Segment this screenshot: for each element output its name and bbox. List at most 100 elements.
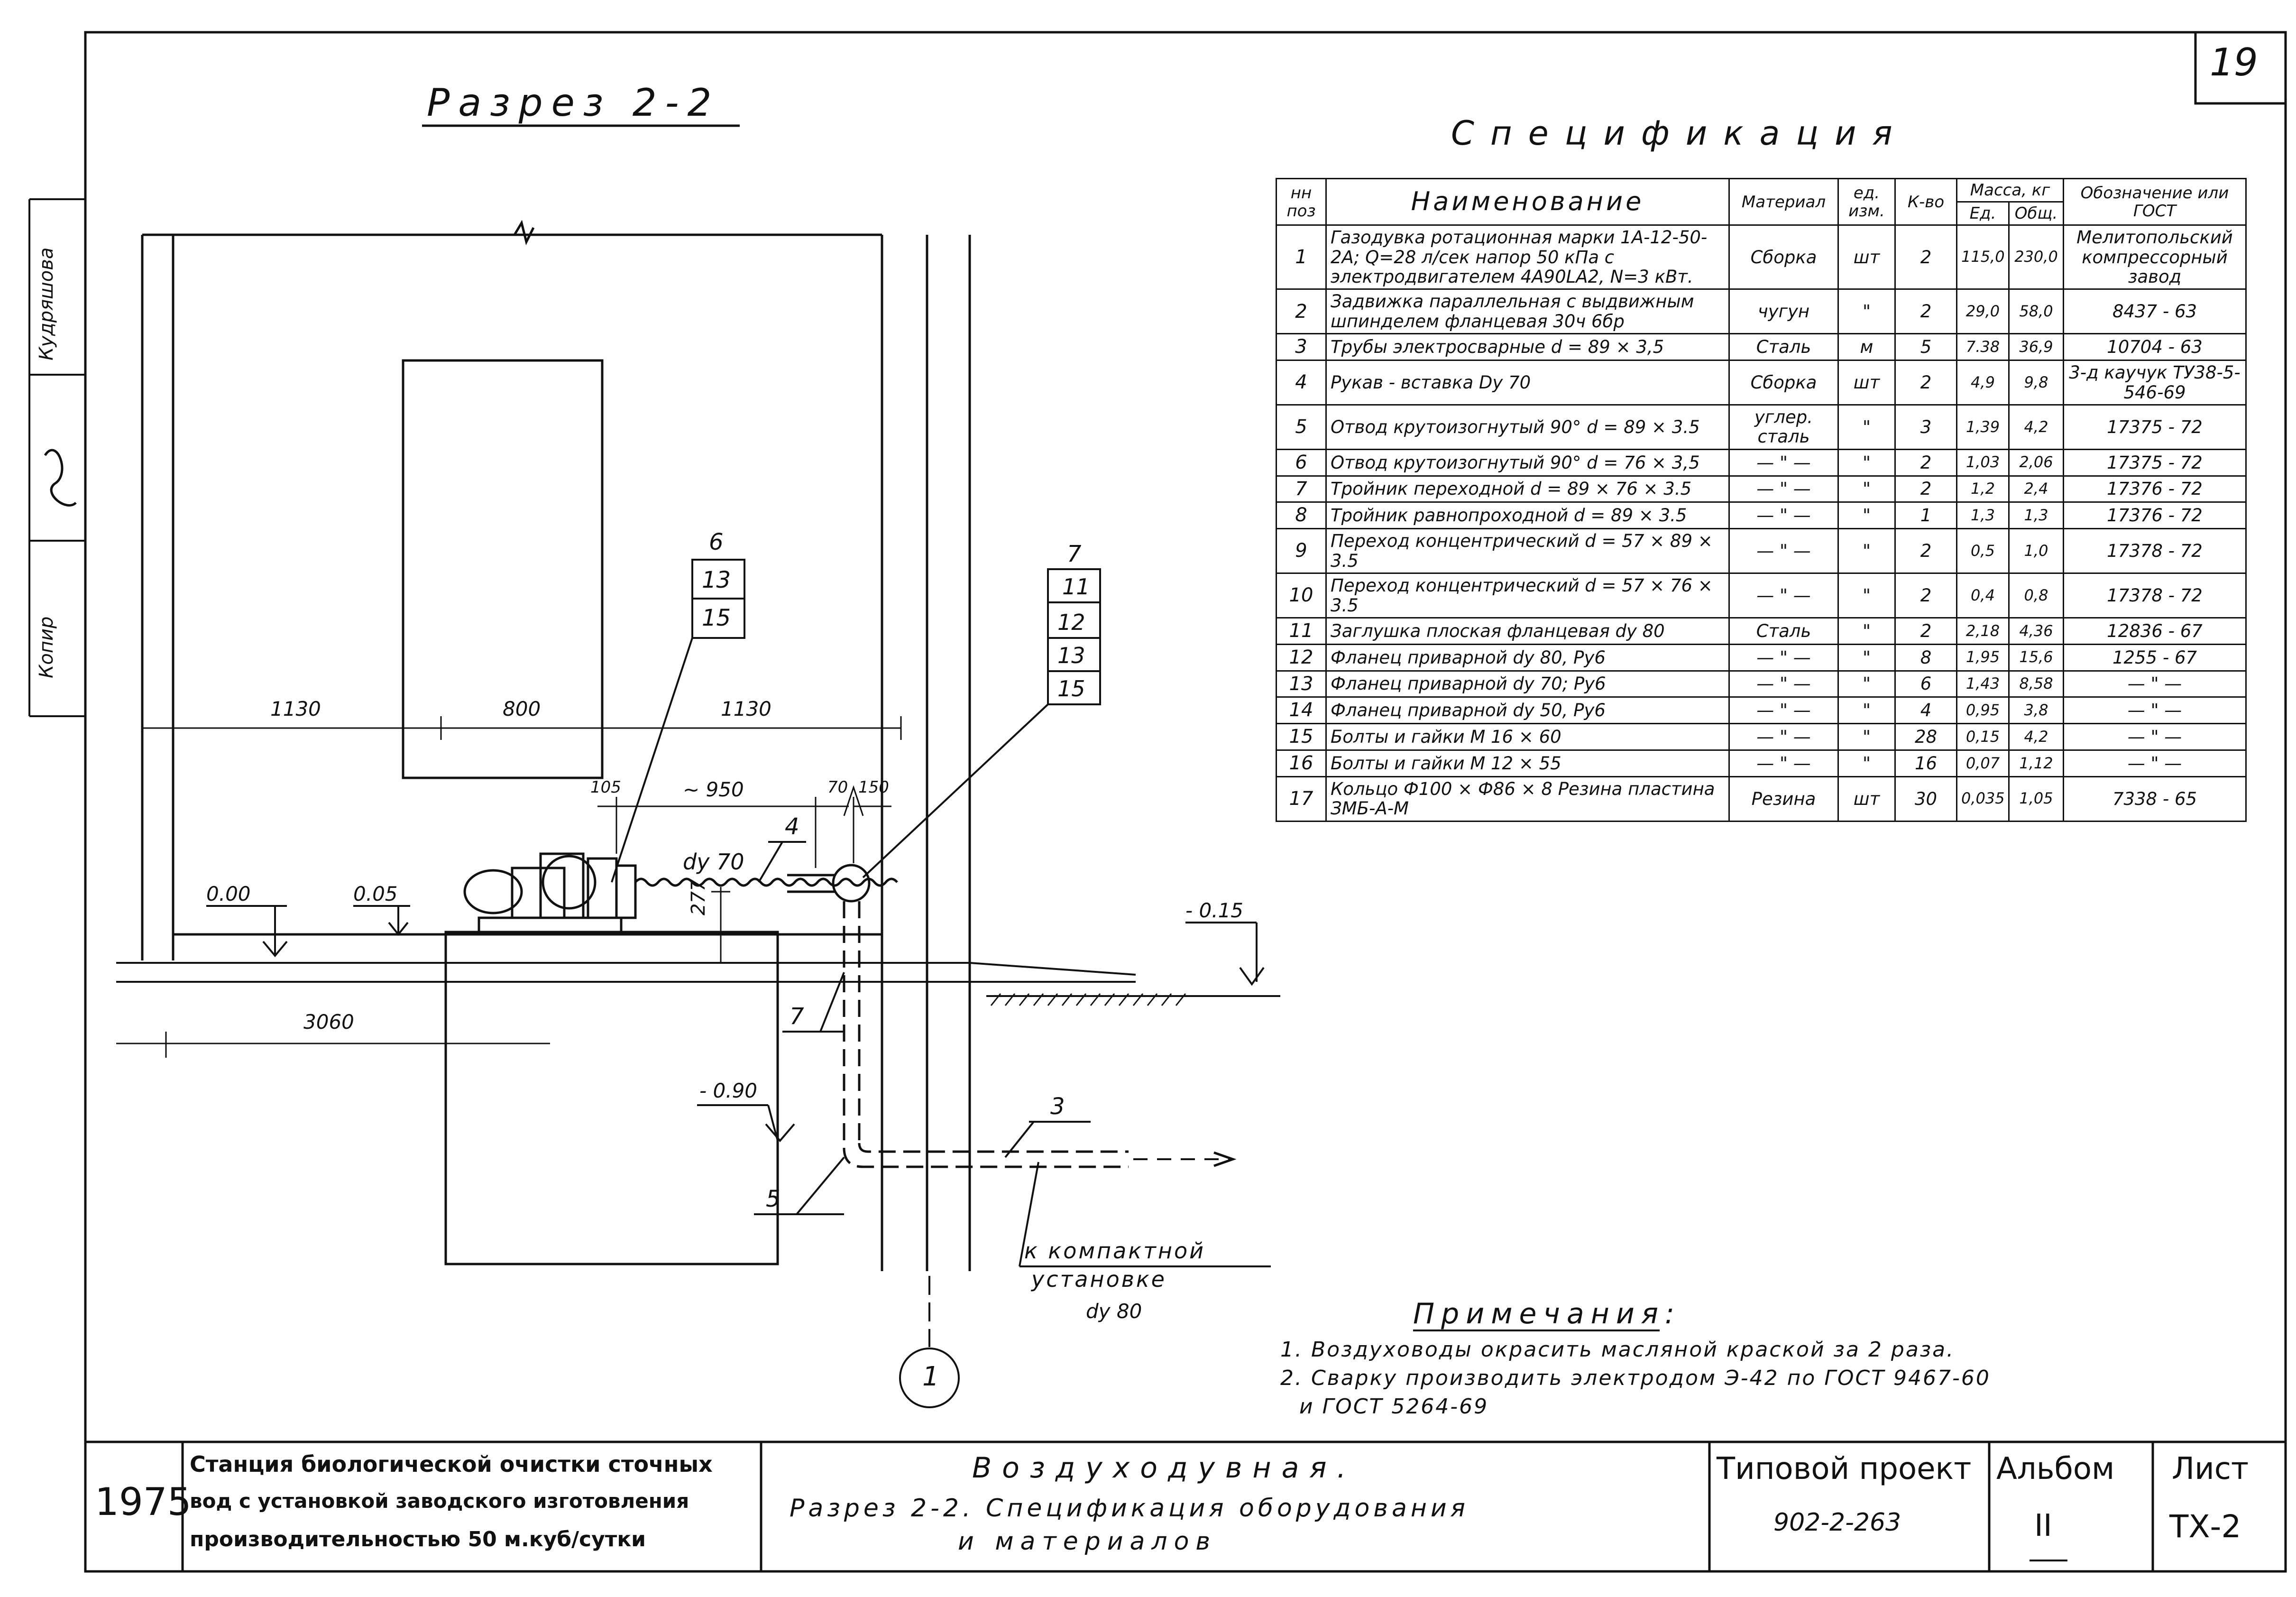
spec-gost: — " — [2063, 670, 2247, 698]
air-pipe [787, 785, 1237, 1168]
tb-project-line3: производительностью 50 м.куб/сутки [190, 1527, 646, 1551]
spec-mass-unit: 29,0 [1956, 288, 2010, 335]
spec-mass-unit: 0,4 [1956, 572, 2010, 619]
spec-name: Отвод крутоизогнутый 90° d = 76 × 3,5 [1325, 448, 1730, 477]
tb-sheet-title-1: Воздуходувная. [972, 1451, 1357, 1485]
col-unit: ед. изм. [1837, 177, 1896, 226]
spec-material: — " — [1728, 572, 1839, 619]
tb-typical-project-label: Типовой проект [1717, 1451, 1972, 1486]
level-0-05: 0.05 [353, 882, 398, 905]
dim-950: ~ 950 [683, 778, 744, 801]
spec-mass-unit: 0,95 [1956, 696, 2010, 725]
blower-unit [463, 852, 637, 933]
tb-year: 1975 [95, 1480, 192, 1524]
spec-unit: " [1837, 528, 1896, 574]
col-designation: Обозначение или ГОСТ [2063, 177, 2247, 226]
spec-mass-unit: 0,15 [1956, 723, 2010, 751]
spec-material: — " — [1728, 723, 1839, 751]
spec-mass-unit: 0,035 [1956, 775, 2010, 822]
spec-gost: 10704 - 63 [2063, 333, 2247, 361]
spec-name: Рукав - вставка Dу 70 [1325, 360, 1730, 406]
spec-material: — " — [1728, 528, 1839, 574]
spec-name: Тройник равнопроходной d = 89 × 3.5 [1325, 501, 1730, 530]
spec-unit: " [1837, 617, 1896, 645]
spec-name: Фланец приварной dу 80, Ру6 [1325, 643, 1730, 672]
leader-5: 5 [766, 1186, 781, 1212]
level-minus-0-90: - 0.90 [699, 1079, 758, 1102]
spec-mass-total: 1,12 [2008, 749, 2064, 777]
note-2: 2. Сварку производить электродом Э-42 по… [1280, 1366, 1991, 1390]
spec-material: — " — [1728, 475, 1839, 503]
spec-qty: 8 [1894, 643, 1957, 672]
spec-material: Сталь [1728, 617, 1839, 645]
spec-mass-total: 8,58 [2008, 670, 2064, 698]
stamp-copier-label: Копир [36, 616, 57, 678]
building-outline [141, 220, 971, 1271]
spec-name: Фланец приварной dу 70; Ру6 [1325, 670, 1730, 698]
spec-unit: " [1837, 404, 1896, 450]
spec-qty: 2 [1894, 288, 1957, 335]
spec-material: — " — [1728, 448, 1839, 477]
spec-mass-unit: 4,9 [1956, 360, 2010, 406]
floor-slab [116, 962, 1280, 997]
tb-project-line1: Станция биологической очистки сточных [190, 1451, 713, 1477]
note-to-unit-3: dу 80 [1086, 1300, 1142, 1323]
spec-pos: 13 [1276, 670, 1327, 698]
dim-105: 105 [590, 778, 621, 797]
spec-mass-total: 3,8 [2008, 696, 2064, 725]
spec-gost: Мелитопольский компрессорный завод [2063, 224, 2247, 290]
sheet-frame [84, 31, 2287, 1573]
ground-hatch [990, 993, 1186, 1006]
note-to-compact-unit: к компактной [1024, 1238, 1205, 1264]
spec-qty: 2 [1894, 224, 1957, 290]
stamp-executor-name: Кудряшова [36, 247, 57, 360]
spec-material: — " — [1728, 696, 1839, 725]
spec-pos: 2 [1276, 288, 1327, 335]
spec-mass-total: 1,0 [2008, 528, 2064, 574]
spec-table: нн поз Наименование Материал ед. изм. К-… [1276, 177, 2247, 822]
spec-qty: 2 [1894, 475, 1957, 503]
callout-6-bottom: 15 [702, 605, 731, 631]
spec-pos: 6 [1276, 448, 1327, 477]
spec-pos: 12 [1276, 643, 1327, 672]
spec-name: Фланец приварной dу 50, Ру6 [1325, 696, 1730, 725]
spec-title: Спецификация [1451, 114, 1909, 153]
callout-7-13: 13 [1057, 643, 1085, 668]
tb-sheet-title-2: Разрез 2-2. Спецификация оборудования [790, 1494, 1469, 1523]
dim-150: 150 [858, 778, 889, 797]
col-name: Наименование [1325, 177, 1730, 226]
spec-qty: 2 [1894, 617, 1957, 645]
spec-mass-total: 9,8 [2008, 360, 2064, 406]
spec-mass-total: 0,8 [2008, 572, 2064, 619]
spec-pos: 11 [1276, 617, 1327, 645]
spec-unit: " [1837, 572, 1896, 619]
spec-unit: шт [1837, 224, 1896, 290]
spec-qty: 5 [1894, 333, 1957, 361]
spec-mass-total: 4,2 [2008, 404, 2064, 450]
callout-7-11: 11 [1062, 574, 1090, 600]
spec-mass-unit: 0,07 [1956, 749, 2010, 777]
tb-typical-project-number: 902-2-263 [1773, 1508, 1901, 1537]
spec-material: Резина [1728, 775, 1839, 822]
note-to-unit-2: установке [1031, 1266, 1166, 1292]
spec-header-subrow: Ед. Общ. [1277, 201, 2246, 226]
spec-material: углер. сталь [1728, 404, 1839, 450]
spec-mass-unit: 1,3 [1956, 501, 2010, 530]
spec-pos: 1 [1276, 224, 1327, 290]
spec-unit: " [1837, 448, 1896, 477]
signature-mark [44, 449, 77, 507]
spec-mass-total: 1,3 [2008, 501, 2064, 530]
spec-name: Тройник переходной d = 89 × 76 × 3.5 [1325, 475, 1730, 503]
dimension-lines [116, 716, 902, 1058]
